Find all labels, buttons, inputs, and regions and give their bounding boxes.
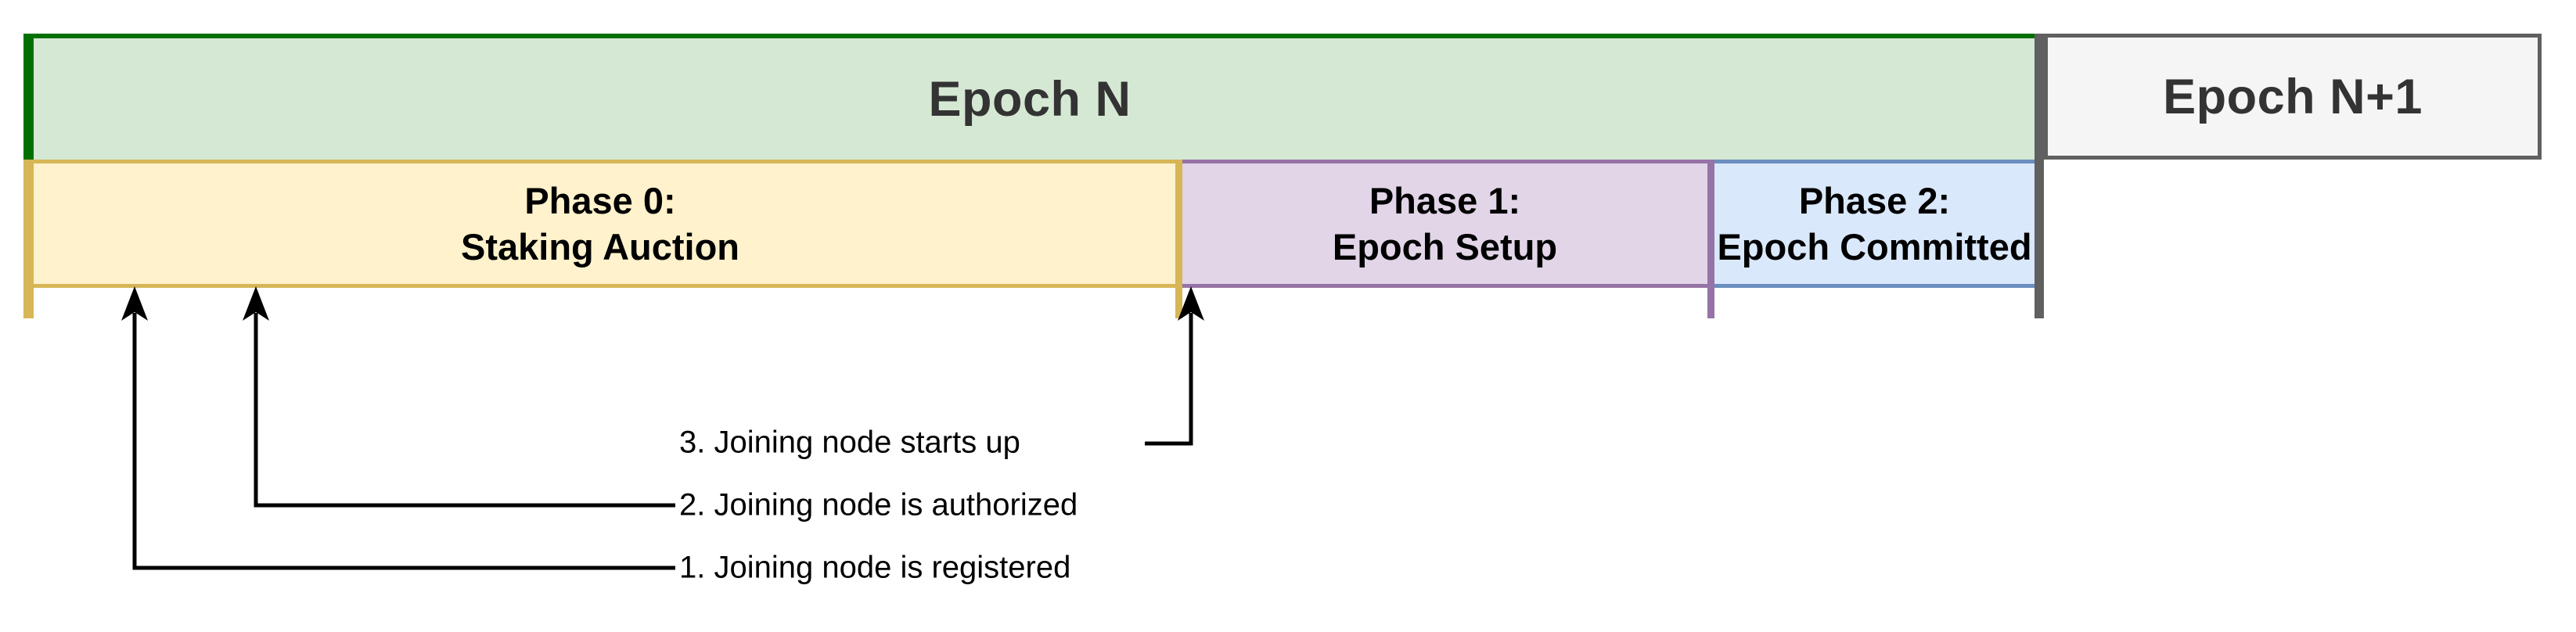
arrow-head-2 <box>243 286 269 321</box>
note-label-1: 1. Joining node is registered <box>679 550 1071 585</box>
phase-0-left-edge <box>23 160 34 318</box>
epoch-n-bar: Epoch N <box>25 34 2035 160</box>
epoch-n-left-edge <box>23 34 34 160</box>
phase-2-box: Phase 2: Epoch Committed <box>1714 160 2035 288</box>
phase-1-title: Phase 1: <box>1369 180 1521 221</box>
phase-0-box: Phase 0: Staking Auction <box>25 160 1175 288</box>
phase-0-1-boundary <box>1175 160 1182 318</box>
arrow-line-3 <box>1145 313 1193 446</box>
note-label-2: 2. Joining node is authorized <box>679 487 1078 522</box>
phase-1-box: Phase 1: Epoch Setup <box>1182 160 1707 288</box>
phase-2-subtitle: Epoch Committed <box>1717 226 2032 268</box>
arrow-head-1 <box>121 286 148 321</box>
epoch-boundary-divider <box>2035 34 2044 318</box>
arrow-heads <box>121 286 1204 321</box>
phase-1-subtitle: Epoch Setup <box>1332 226 1558 268</box>
epoch-n1-bar: Epoch N+1 <box>2044 34 2542 160</box>
phase-1-2-boundary <box>1707 160 1714 318</box>
arrow-lines <box>132 313 1193 570</box>
note-label-3: 3. Joining node starts up <box>679 425 1020 460</box>
arrow-line-2 <box>254 313 675 508</box>
phase-2-title: Phase 2: <box>1798 180 1951 221</box>
phase-0-title: Phase 0: <box>524 180 676 221</box>
arrow-line-1 <box>132 313 675 570</box>
epoch-n1-label: Epoch N+1 <box>2163 69 2423 124</box>
phase-0-subtitle: Staking Auction <box>461 226 739 268</box>
epoch-n-label: Epoch N <box>928 71 1131 127</box>
